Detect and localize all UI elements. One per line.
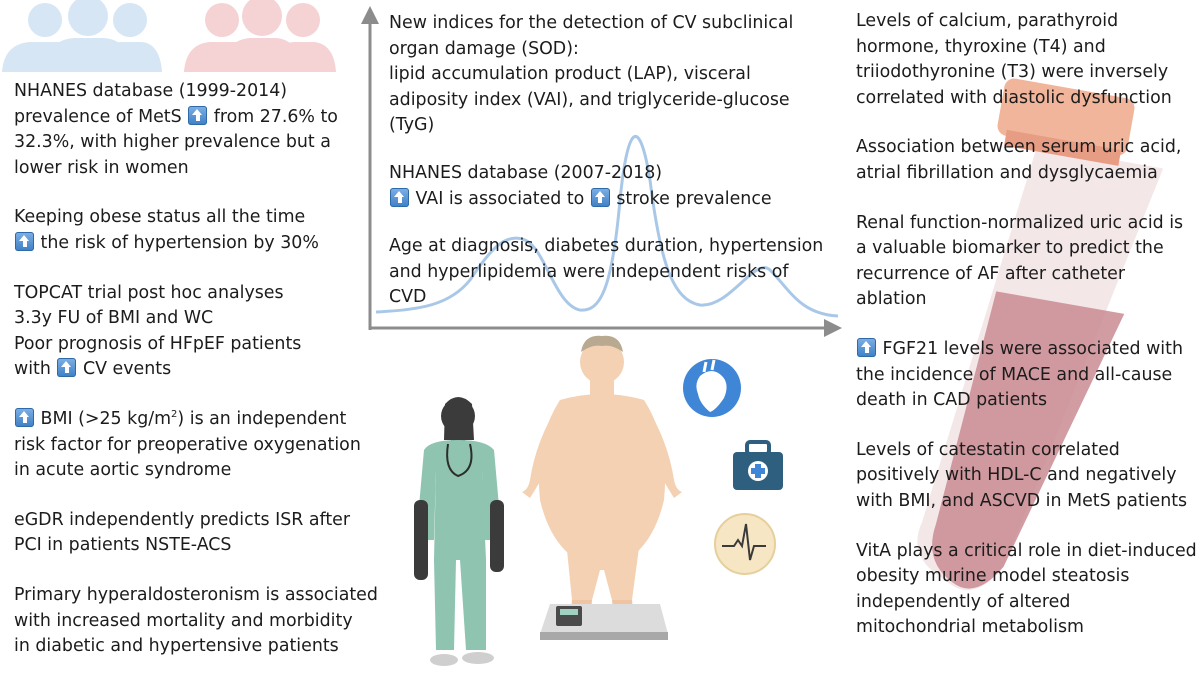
left-finding: Primary hyperaldosteronism is associated… [14,583,378,660]
text-line: PCI in patients NSTE-ACS [14,535,232,556]
text-line: mitochondrial metabolism [856,617,1084,638]
text-line: Levels of calcium, parathyroid [856,11,1119,31]
distribution-chart [361,6,842,337]
increase-arrow-icon [15,407,34,427]
text-line: lipid accumulation product (LAP), viscer… [389,64,751,85]
text-line: 3.3y FU of BMI and WC [14,308,214,329]
blood-tube-icon [917,78,1164,591]
increase-arrow-icon [590,187,610,207]
text-line: death in CAD patients [856,390,1048,411]
text-line: atrial fibrillation and dysglycaemia [856,162,1158,183]
text-line: Levels of catestatin correlated [856,439,1120,460]
text-line: triiodothyronine (T3) were inversely [856,62,1169,83]
increase-arrow-icon [15,231,34,251]
text-line: FGF21 levels were associated with [856,337,1197,363]
increase-arrow-icon [188,105,208,125]
text-line: Primary hyperaldosteronism is associated [14,584,378,605]
text-line: risk factor for preoperative oxygenation [14,434,361,455]
text-line: prevalence of MetS from 27.6% to [14,105,338,127]
text-line: ablation [856,289,927,310]
left-finding: NHANES database (1999-2014) prevalence of… [14,79,378,181]
text-line: with increased mortality and morbidity [14,610,353,631]
ecg-icon [714,513,776,575]
right-finding: Association between serum uric acid, atri… [856,135,1197,186]
text-line: Association between serum uric acid, [856,137,1182,158]
text-line: in diabetic and hypertensive patients [14,636,339,657]
obese-patient-figure [522,335,682,620]
text-line: with CV events [14,358,172,380]
middle-finding: NHANES database (2007-2018) VAI is assoc… [389,161,823,212]
text-line: TOPCAT trial post hoc analyses [14,282,284,303]
right-column: Levels of calcium, parathyroid hormone, t… [856,9,1197,665]
right-finding: Levels of catestatin correlated positivel… [856,438,1197,515]
text-line: and hyperlipidemia were independent risk… [389,261,789,282]
right-finding: Renal function-normalized uric acid is a … [856,211,1197,313]
text-line: Keeping obese status all the time [14,207,306,228]
increase-arrow-icon [857,337,876,357]
text-line: hormone, thyroxine (T4) and [856,36,1106,57]
text-line: NHANES database (2007-2018) [389,162,663,183]
text-line: Poor prognosis of HFpEF patients [14,333,302,354]
text-line: 32.3%, with higher prevalence but a [14,132,331,153]
text-line: recurrence of AF after catheter [856,263,1125,284]
nurse-figure [414,397,504,666]
text-line: Renal function-normalized uric acid is [856,212,1184,233]
medical-kit-icon [733,440,783,490]
text-line: positively with HDL-C and negatively [856,465,1177,486]
text-line: the incidence of MACE and all-cause [856,364,1173,385]
left-finding: Keeping obese status all the time the ri… [14,205,378,256]
right-finding: VitA plays a critical role in diet-induc… [856,539,1197,641]
people-male-icon [2,0,162,72]
text-line: (TyG) [389,115,435,136]
text-line: Age at diagnosis, diabetes duration, hyp… [389,236,824,257]
increase-arrow-icon [390,187,409,207]
text-line: BMI (>25 kg/m2) is an independent [14,407,378,433]
people-female-icon [184,0,336,72]
distribution-curve [375,134,839,318]
text-line: organ damage (SOD): [389,38,579,59]
text-line: lower risk in women [14,157,189,178]
right-finding: Levels of calcium, parathyroid hormone, t… [856,9,1197,111]
left-finding: TOPCAT trial post hoc analyses 3.3y FU of… [14,281,378,383]
text-line: VAI is associated to stroke prevalence [389,187,823,213]
text-line: in acute aortic syndrome [14,460,232,481]
superscript: 2 [171,409,178,421]
text-line: VitA plays a critical role in diet-induc… [856,540,1197,561]
middle-finding: Age at diagnosis, diabetes duration, hyp… [389,234,823,311]
middle-column: New indices for the detection of CV subc… [389,11,823,333]
text-line: adiposity index (VAI), and triglyceride-… [389,89,790,110]
weighing-scale-icon [540,604,668,640]
text-line: NHANES database (1999-2014) [14,81,288,101]
left-column: NHANES database (1999-2014) prevalence of… [14,79,378,684]
text-line: eGDR independently predicts ISR after [14,509,351,530]
text-line: correlated with diastolic dysfunction [856,87,1172,108]
increase-arrow-icon [57,358,77,378]
text-line: obesity murine model steatosis [856,566,1130,587]
middle-finding: New indices for the detection of CV subc… [389,11,823,139]
text-line: a valuable biomarker to predict the [856,238,1164,259]
text-line: CVD [389,287,427,308]
text-line: independently of altered [856,591,1071,612]
text-line: the risk of hypertension by 30% [14,231,378,257]
heart-icon [683,359,741,417]
text-line: New indices for the detection of CV subc… [389,13,794,33]
text-line: with BMI, and ASCVD in MetS patients [856,490,1188,511]
